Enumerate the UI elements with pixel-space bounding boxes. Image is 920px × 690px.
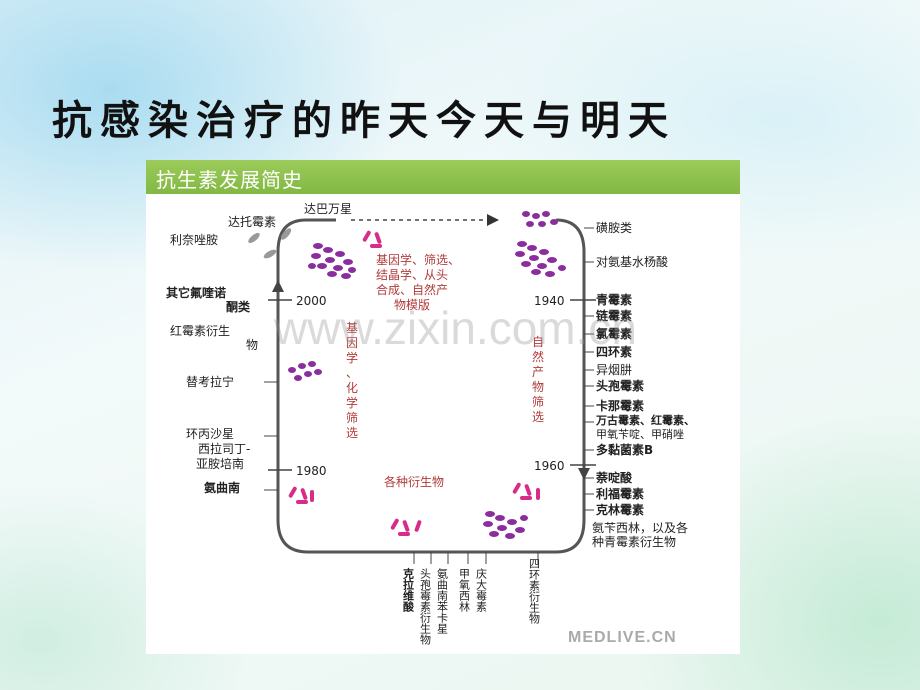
figure-header: 抗生素发展简史 xyxy=(146,160,740,194)
slide-title: 抗感染治疗的昨天今天与明天 xyxy=(52,97,676,144)
drug-imipenem: 亚胺培南 xyxy=(196,456,244,471)
svg-text:然: 然 xyxy=(532,349,544,364)
svg-text:、: 、 xyxy=(346,366,358,380)
center-text-line1: 基因学、筛选、 xyxy=(376,252,460,267)
drug-chloramphenicol: 氯霉素 xyxy=(596,326,632,341)
year-1940: 1940 xyxy=(534,294,565,308)
svg-text:物: 物 xyxy=(532,380,544,394)
drug-teicoplanin: 替考拉宁 xyxy=(186,374,234,389)
drug-clindamycin: 克林霉素 xyxy=(596,502,644,517)
svg-text:化: 化 xyxy=(346,381,358,395)
drug-cilastatin: 西拉司丁- xyxy=(198,441,250,456)
drug-dalbavancin: 达巴万星 xyxy=(304,202,352,216)
medlive-logo: MEDLIVE.CN xyxy=(568,629,677,646)
timeline-diagram: 2000 1980 1940 1960 xyxy=(166,202,695,646)
drug-linezolid: 利奈唑胺 xyxy=(170,233,218,247)
center-left-vertical: 基 因 学 、 化 学 筛 选 xyxy=(346,321,358,440)
svg-text:筛: 筛 xyxy=(532,394,544,409)
svg-text:基: 基 xyxy=(346,321,358,335)
drug-ampicillin-line2: 种青霉素衍生物 xyxy=(592,535,676,549)
svg-text:自: 自 xyxy=(532,335,544,349)
timeline-loop xyxy=(276,218,586,554)
drug-methicillin: 甲氧西林 xyxy=(458,568,471,612)
drug-aminoglycosides: 氨曲南苯卡星 xyxy=(436,568,449,634)
svg-text:学: 学 xyxy=(346,395,358,410)
drug-vancomycin-line1: 万古霉素、红霉素、 xyxy=(595,413,695,427)
drug-pas: 对氨基水杨酸 xyxy=(596,254,668,269)
drug-tetracycline: 四环素 xyxy=(596,344,632,359)
bacteria-cluster-icons xyxy=(288,211,566,539)
drug-kanamycin: 卡那霉素 xyxy=(596,398,644,413)
drug-cephalo-deriv: 头孢霉素衍生物 xyxy=(419,568,432,645)
center-right-vertical: 自 然 产 物 筛 选 xyxy=(532,335,544,424)
drug-gentamicin: 庆大霉素 xyxy=(475,567,488,612)
drug-rifamycin: 利福霉素 xyxy=(596,486,644,501)
svg-text:筛: 筛 xyxy=(346,410,358,425)
bacilli-icons xyxy=(288,230,540,536)
drug-isoniazid: 异烟肼 xyxy=(596,362,632,377)
drug-streptomycin: 链霉素 xyxy=(596,308,632,323)
center-text-line3: 合成、自然产 xyxy=(376,282,448,297)
center-text-bottom: 各种衍生物 xyxy=(384,474,444,489)
drug-fq-line2: 酮类 xyxy=(226,299,251,314)
drug-cephalosporin: 头孢霉素 xyxy=(596,378,644,393)
svg-text:因: 因 xyxy=(346,336,358,350)
center-text-line4: 物模版 xyxy=(394,298,430,312)
year-1980: 1980 xyxy=(296,464,327,478)
drug-ery-line2: 物 xyxy=(246,338,258,352)
drug-ery-line1: 红霉素衍生 xyxy=(170,323,230,338)
timeline-arrow-up xyxy=(272,280,284,292)
center-text-line2: 结晶学、从头 xyxy=(376,267,448,282)
drug-vancomycin-line2: 甲氧苄啶、甲硝唑 xyxy=(596,427,684,441)
drug-sulfonamides: 磺胺类 xyxy=(596,221,632,235)
svg-text:选: 选 xyxy=(532,410,544,424)
capsule-icons xyxy=(248,228,292,259)
drug-ciprofloxacin: 环丙沙星 xyxy=(186,427,234,441)
timeline-arrow-down xyxy=(578,468,590,480)
drug-nalidixic: 萘啶酸 xyxy=(595,470,633,485)
drug-daptomycin: 达托霉素 xyxy=(228,215,276,229)
drug-clavulanic: 克拉维酸 xyxy=(402,567,415,613)
drug-ampicillin-line1: 氨苄西林，以及各 xyxy=(592,520,688,535)
svg-text:选: 选 xyxy=(346,426,358,440)
drug-penicillin: 青霉素 xyxy=(596,292,632,307)
svg-text:学: 学 xyxy=(346,350,358,365)
year-1960: 1960 xyxy=(534,459,565,473)
drug-aztreonam: 氨曲南 xyxy=(204,480,240,495)
drug-tetra-deriv: 四环素衍生物 xyxy=(528,558,541,624)
figure-header-text: 抗生素发展简史 xyxy=(156,168,303,192)
antibiotic-history-figure: 抗生素发展简史 2000 1980 1940 1960 xyxy=(146,160,740,654)
drug-fq-line1: 其它氟喹诺 xyxy=(166,285,226,300)
watermark-text: www.zixin.com.cn xyxy=(273,302,637,354)
svg-text:产: 产 xyxy=(532,365,544,379)
drug-polymyxin: 多黏菌素B xyxy=(596,442,653,457)
year-2000: 2000 xyxy=(296,294,327,308)
